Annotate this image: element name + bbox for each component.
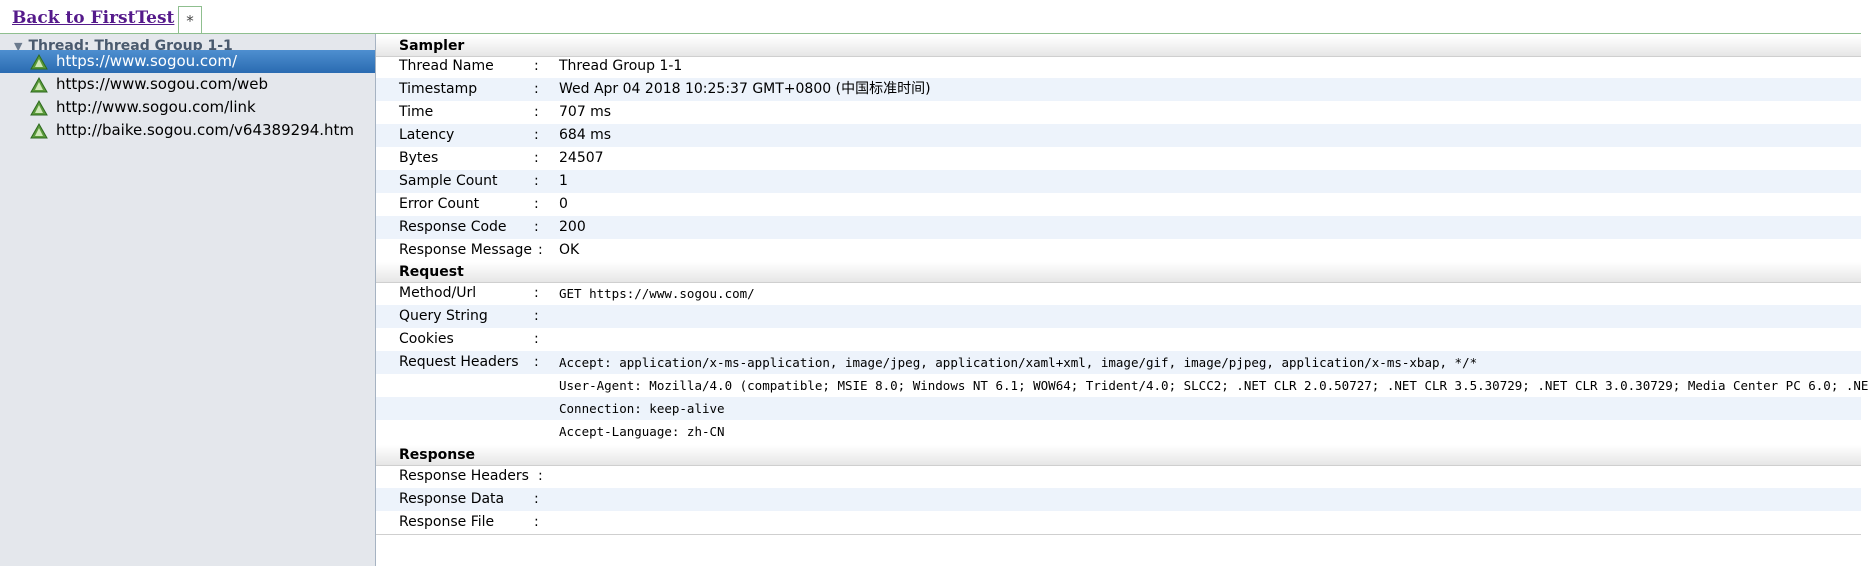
result-tab[interactable]: * bbox=[178, 6, 202, 33]
triangle-down-icon[interactable]: ▼ bbox=[14, 40, 23, 53]
row-value: 0 bbox=[559, 196, 568, 212]
detail-row-response-headers: Response Headers: bbox=[376, 465, 1861, 488]
detail-row-response-file: Response File: bbox=[376, 511, 1861, 534]
detail-row-query-string: Query String: bbox=[376, 305, 1861, 328]
tree-item-sample[interactable]: http://www.sogou.com/link bbox=[0, 96, 375, 119]
success-sampler-icon bbox=[30, 76, 48, 93]
panel-bottom-rule bbox=[376, 534, 1861, 535]
row-key: Response Code bbox=[399, 219, 507, 235]
detail-row-error-count: Error Count:0 bbox=[376, 193, 1861, 216]
success-sampler-icon bbox=[30, 53, 48, 70]
row-key: Sample Count bbox=[399, 173, 498, 189]
request-header-line: Accept: application/x-ms-application, im… bbox=[559, 355, 1478, 370]
detail-row-time: Time:707 ms bbox=[376, 101, 1861, 124]
request-section-header: Request bbox=[376, 262, 1861, 283]
row-key: Response Headers bbox=[399, 468, 529, 484]
success-sampler-icon bbox=[30, 99, 48, 116]
response-section-header: Response bbox=[376, 445, 1861, 466]
row-key: Bytes bbox=[399, 150, 439, 166]
row-key: Query String bbox=[399, 308, 488, 324]
request-header-line: User-Agent: Mozilla/4.0 (compatible; MSI… bbox=[559, 378, 1868, 393]
tree-item-sample[interactable]: https://www.sogou.com/web bbox=[0, 73, 375, 96]
tree-item-label: https://www.sogou.com/ bbox=[56, 52, 238, 70]
sample-detail-panel: Sampler Thread Name:Thread Group 1-1 Tim… bbox=[376, 34, 1868, 566]
tree-item-label: http://baike.sogou.com/v64389294.htm bbox=[56, 121, 355, 139]
detail-row-request-header-cont: User-Agent: Mozilla/4.0 (compatible; MSI… bbox=[376, 374, 1868, 397]
row-key: Response Message bbox=[399, 242, 533, 258]
tree-item-label: https://www.sogou.com/web bbox=[56, 75, 269, 93]
row-key: Time bbox=[399, 104, 434, 120]
request-header-line: Connection: keep-alive bbox=[559, 401, 725, 416]
sampler-section-header: Sampler bbox=[376, 36, 1861, 57]
detail-row-request-headers: Request Headers:Accept: application/x-ms… bbox=[376, 351, 1861, 374]
sampler-title: Sampler bbox=[399, 38, 465, 54]
top-bar: Back to FirstTest * bbox=[0, 0, 1861, 34]
row-key: Latency bbox=[399, 127, 455, 143]
row-value: OK bbox=[559, 242, 580, 258]
detail-row-response-message: Response Message:OK bbox=[376, 239, 1861, 262]
row-value: 24507 bbox=[559, 150, 604, 166]
row-key: Timestamp bbox=[399, 81, 478, 97]
request-title: Request bbox=[399, 264, 464, 280]
row-key: Method/Url bbox=[399, 285, 477, 301]
request-header-line: Accept-Language: zh-CN bbox=[559, 424, 725, 439]
row-value: Wed Apr 04 2018 10:25:37 GMT+0800 (中国标准时… bbox=[559, 81, 931, 97]
row-key: Response Data bbox=[399, 491, 505, 507]
detail-row-cookies: Cookies: bbox=[376, 328, 1861, 351]
detail-row-request-header-cont: Accept-Language: zh-CN bbox=[376, 420, 1861, 443]
tree-item-sample[interactable]: http://baike.sogou.com/v64389294.htm bbox=[0, 119, 375, 142]
row-key: Request Headers bbox=[399, 354, 519, 370]
detail-row-response-data: Response Data: bbox=[376, 488, 1861, 511]
detail-row-latency: Latency:684 ms bbox=[376, 124, 1861, 147]
results-tree-panel: ▼Thread: Thread Group 1-1 https://www.so… bbox=[0, 34, 376, 566]
back-to-firsttest-link[interactable]: Back to FirstTest bbox=[12, 8, 175, 28]
row-key: Error Count bbox=[399, 196, 480, 212]
detail-row-request-header-cont: Connection: keep-alive bbox=[376, 397, 1861, 420]
row-value: GET https://www.sogou.com/ bbox=[559, 286, 755, 301]
detail-row-bytes: Bytes:24507 bbox=[376, 147, 1861, 170]
detail-row-sample-count: Sample Count:1 bbox=[376, 170, 1861, 193]
row-value: Thread Group 1-1 bbox=[559, 58, 683, 74]
row-value: 200 bbox=[559, 219, 586, 235]
row-key: Thread Name bbox=[399, 58, 494, 74]
top-divider bbox=[0, 33, 1861, 34]
row-value: 684 ms bbox=[559, 127, 612, 143]
tree-item-label: http://www.sogou.com/link bbox=[56, 98, 256, 116]
response-title: Response bbox=[399, 447, 476, 463]
tree-item-sample[interactable]: https://www.sogou.com/ bbox=[0, 50, 375, 73]
row-value: 1 bbox=[559, 173, 568, 189]
row-key: Response File bbox=[399, 514, 495, 530]
success-sampler-icon bbox=[30, 122, 48, 139]
row-value: 707 ms bbox=[559, 104, 612, 120]
detail-row-response-code: Response Code:200 bbox=[376, 216, 1861, 239]
detail-row-timestamp: Timestamp:Wed Apr 04 2018 10:25:37 GMT+0… bbox=[376, 78, 1861, 101]
row-key: Cookies bbox=[399, 331, 454, 347]
detail-row-method-url: Method/Url:GET https://www.sogou.com/ bbox=[376, 282, 1861, 305]
detail-row-thread-name: Thread Name:Thread Group 1-1 bbox=[376, 55, 1861, 78]
